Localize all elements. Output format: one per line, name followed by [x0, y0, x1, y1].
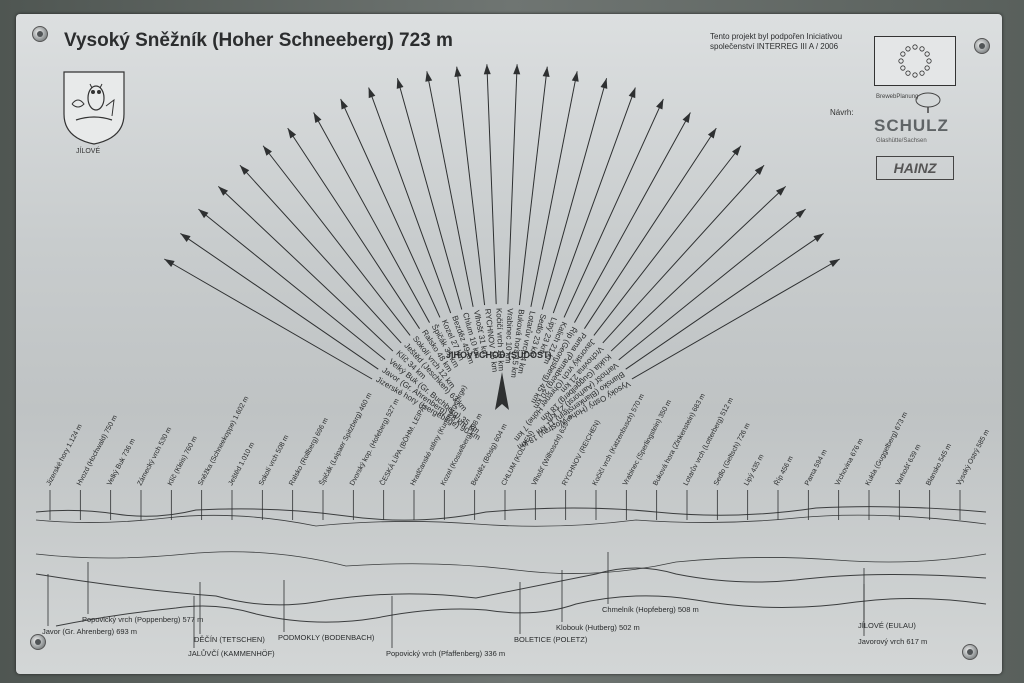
profile-peak-label: Varhošť 639 m — [895, 443, 923, 487]
direction-ray — [427, 71, 473, 307]
ray-arrowhead — [164, 259, 174, 267]
foreground-label: PODMOKLY (BODENBACH) — [278, 633, 375, 642]
foreground-label: Javor (Gr. Ahrenberg) 693 m — [42, 627, 137, 636]
ray-arrowhead — [454, 67, 461, 77]
direction-ray — [457, 67, 485, 305]
ray-arrowhead — [629, 88, 636, 99]
foreground-label: Klobouk (Hutberg) 502 m — [556, 623, 640, 632]
foreground-label: Javorový vrch 617 m — [858, 637, 927, 646]
foreground-label: JALŮVČÍ (KAMMENHÖF) — [188, 649, 275, 658]
profile-peak-label: Lotarův vrch (Lotterberg) 512 m — [682, 396, 735, 487]
direction-ray — [626, 233, 824, 369]
ray-arrowhead — [601, 78, 608, 89]
profile-peak-label: Vrchovina 676 m — [834, 437, 865, 487]
direction-ray — [180, 233, 378, 369]
direction-ray — [574, 113, 690, 323]
profile-peak-label: Blansko 545 m — [925, 443, 953, 487]
profile-peak-label: Sokolí vrch 508 m — [258, 434, 291, 487]
ray-arrowhead — [683, 113, 691, 123]
panorama-plate: Vysoký Sněžník (Hoher Schneeberg) 723 m … — [16, 14, 1002, 674]
ray-arrowhead — [397, 78, 404, 89]
foreground-label: Popovický vrch (Poppenberg) 577 m — [82, 615, 203, 624]
profile-peak-label: Kočičí vrch (Katzenbusch) 570 m — [592, 393, 646, 487]
foreground-label: BOLETICE (POLETZ) — [514, 635, 588, 644]
direction-ray — [519, 67, 547, 305]
ray-arrowhead — [288, 128, 296, 138]
direction-ray — [218, 186, 393, 351]
ray-arrowhead — [425, 71, 432, 81]
direction-ray — [198, 209, 385, 360]
direction-ray — [314, 113, 430, 323]
profile-peak-label: Zámecký vrch 530 m — [137, 426, 174, 487]
ray-arrowhead — [341, 99, 348, 110]
ray-arrowhead — [314, 113, 322, 123]
profile-peak-label: Klíč (Kleis) 760 m — [167, 435, 199, 487]
profile-peak-label: Vysoký Ostrý 585 m — [956, 428, 992, 487]
ray-arrowhead — [513, 64, 520, 74]
ray-arrowhead — [708, 128, 716, 138]
ray-arrowhead — [263, 146, 272, 156]
compass-arrow-icon — [495, 372, 509, 410]
foreground-label: Chmelník (Hopfeberg) 508 m — [602, 605, 699, 614]
profile-peak-label: Sněžka (Schneekoppe) 1.602 m — [197, 395, 250, 487]
profile-peak-label: Buková hora (Zinkenstein) 683 m — [652, 392, 707, 486]
profile-peak-label: Lipý 435 m — [743, 453, 765, 487]
ray-arrowhead — [796, 209, 806, 218]
profile-peak-label: Ještěd 1.010 m — [228, 441, 257, 487]
ray-arrowhead — [829, 259, 839, 267]
direction-ray — [263, 146, 410, 336]
direction-ray — [594, 146, 741, 336]
foreground-label: Popovický vrch (Pfaffenberg) 336 m — [386, 649, 505, 658]
ray-arrowhead — [180, 233, 190, 242]
ray-arrowhead — [369, 88, 376, 99]
ray-arrowhead — [198, 209, 208, 218]
direction-ray — [508, 64, 517, 304]
horizon-line — [36, 507, 986, 520]
direction-label: JIHOVÝCHOD (SÜDOST) — [446, 350, 552, 360]
ray-arrowhead — [484, 64, 491, 74]
horizon-line — [36, 552, 986, 574]
direction-ray — [531, 71, 577, 307]
ray-arrowhead — [732, 146, 741, 156]
profile-peak-label: Říp 456 m — [772, 454, 795, 487]
profile-peak-label: Špičák (Leipaer Spitzberg) 460 m — [317, 391, 374, 487]
ray-arrowhead — [813, 233, 823, 242]
ray-arrowhead — [656, 99, 663, 110]
horizon-line — [36, 568, 986, 605]
foreground-label: JÍLOVÉ (EULAU) — [858, 621, 916, 630]
foreground-label: DĚČÍN (TETSCHEN) — [194, 635, 265, 644]
direction-ray — [611, 186, 786, 351]
profile-peak-label: Pama 594 m — [804, 448, 829, 486]
ray-arrowhead — [572, 71, 579, 81]
direction-ray — [619, 209, 806, 360]
horizon-line — [36, 515, 986, 526]
direction-ray — [487, 64, 496, 304]
profile-peak-label: Velký Buk 736 m — [106, 437, 137, 486]
ray-arrowhead — [543, 67, 550, 77]
